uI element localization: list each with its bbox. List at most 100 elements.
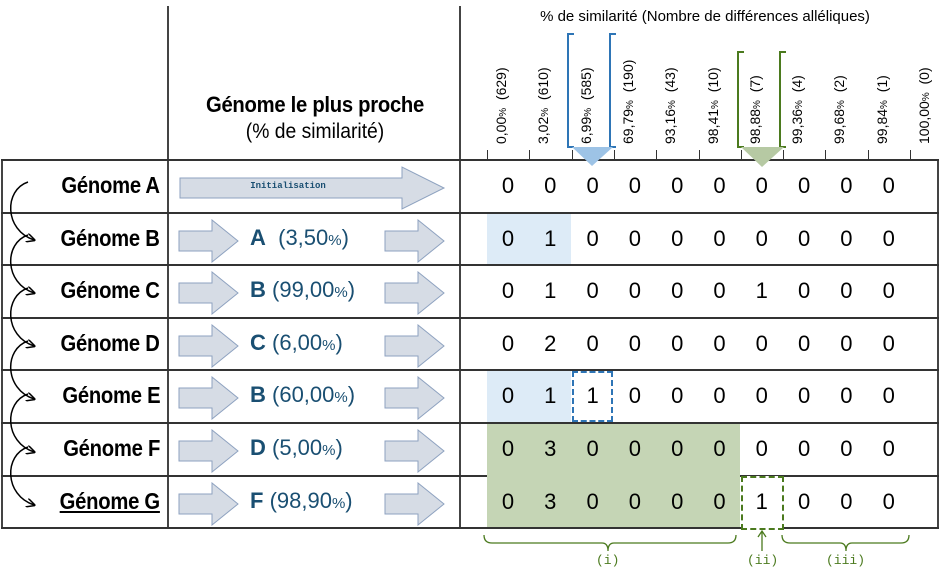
difference-cell: 0 — [586, 173, 599, 198]
difference-cell: 1 — [544, 383, 557, 408]
parent-similarity: (60,00 — [265, 382, 335, 407]
axis-tick — [783, 150, 785, 160]
arrow-icon — [384, 271, 445, 315]
row-divider — [1, 475, 939, 477]
difference-cell: 0 — [797, 436, 811, 461]
difference-cell: 0 — [713, 278, 726, 303]
closest-genome-header: Génome le plus proche (% de similarité) — [170, 92, 460, 144]
arrow-icon — [178, 376, 239, 420]
highlight-blue-row-e — [487, 371, 571, 422]
difference-cell: 0 — [840, 436, 853, 461]
difference-cell: 0 — [840, 226, 853, 251]
difference-cell: 0 — [797, 226, 811, 251]
arrow-icon — [178, 219, 239, 263]
arrow-icon — [384, 324, 445, 368]
difference-cell: 1 — [755, 278, 768, 303]
axis-tick — [571, 150, 573, 160]
difference-cell: 0 — [586, 436, 599, 461]
blue-triangle-marker — [572, 147, 613, 166]
parent-similarity: (99,00 — [265, 277, 335, 302]
table-border-left — [1, 159, 3, 528]
arrow-icon — [178, 271, 239, 315]
arrow-icon — [178, 324, 239, 368]
genome-label: Génome G — [10, 488, 161, 515]
difference-cell: 0 — [671, 278, 684, 303]
difference-cell: 0 — [628, 278, 642, 303]
difference-cell: 0 — [840, 383, 853, 408]
parent-similarity-unit: % — [334, 284, 348, 301]
difference-cell: 0 — [882, 383, 895, 408]
difference-cell: 0 — [797, 489, 811, 514]
initialisation-label: Initialisation — [250, 181, 326, 191]
difference-cell: 0 — [713, 173, 726, 198]
difference-cell: 0 — [755, 331, 768, 356]
difference-cell: 0 — [628, 173, 642, 198]
row-divider — [1, 422, 939, 424]
axis-tick — [613, 150, 615, 160]
difference-cell: 0 — [501, 383, 515, 408]
difference-cell: 0 — [628, 331, 642, 356]
difference-cell: 0 — [840, 278, 853, 303]
green-bracket-right — [779, 51, 786, 148]
difference-cell: 1 — [755, 489, 768, 514]
dashed-box-green — [741, 476, 784, 530]
difference-cell: 0 — [628, 436, 642, 461]
header-subtitle: (% de similarité) — [245, 120, 385, 143]
difference-cell: 0 — [840, 489, 853, 514]
difference-cell: 1 — [586, 383, 599, 408]
difference-cell: 0 — [501, 278, 515, 303]
paren-close: ) — [347, 277, 356, 302]
paren-close: ) — [335, 435, 343, 460]
difference-cell: 0 — [501, 331, 515, 356]
parent-genome: D — [250, 435, 266, 460]
difference-cell: 0 — [882, 331, 895, 356]
difference-cell: 0 — [671, 436, 684, 461]
axis-title: % de similarité (Nombre de différences a… — [540, 8, 870, 25]
arrow-icon — [384, 429, 445, 473]
arrow-icon — [384, 482, 445, 526]
paren-close: ) — [341, 225, 349, 250]
difference-cell: 2 — [544, 331, 557, 356]
parent-similarity: (3,50 — [265, 225, 329, 250]
difference-cell: 0 — [501, 226, 515, 251]
paren-close: ) — [345, 488, 353, 513]
difference-cell: 0 — [797, 173, 811, 198]
brace-iii — [781, 534, 910, 552]
parent-similarity-unit: % — [328, 232, 342, 249]
difference-cell: 0 — [755, 383, 768, 408]
axis-tick — [487, 150, 488, 160]
genome-name: Génome F — [63, 435, 160, 461]
parent-similarity: (98,90 — [263, 488, 332, 513]
closest-genome-value: B (60,00%) — [250, 382, 380, 408]
difference-cell: 0 — [671, 383, 684, 408]
genome-label: Génome F — [10, 435, 160, 462]
row-divider — [1, 159, 939, 161]
axis-tick — [910, 150, 911, 160]
parent-genome: B — [250, 382, 266, 407]
parent-genome: B — [250, 277, 266, 302]
difference-cell: 0 — [713, 436, 726, 461]
axis-tick — [867, 150, 869, 160]
genome-name: Génome C — [60, 277, 160, 303]
highlight-green-rows-fg — [487, 424, 740, 527]
parent-similarity: (6,00 — [265, 330, 323, 355]
parent-genome: A — [250, 225, 266, 250]
bracket-markers — [567, 33, 786, 167]
difference-cell: 0 — [797, 331, 811, 356]
row-divider — [1, 527, 939, 529]
parent-similarity-unit: % — [322, 442, 336, 459]
difference-cell: 0 — [713, 383, 726, 408]
closest-genome-value: F (98,90%) — [250, 488, 380, 514]
difference-cell: 0 — [882, 489, 895, 514]
curved-arrow-icon — [10, 446, 34, 505]
genome-label: Génome A — [10, 172, 161, 199]
closest-genome-value: C (6,00%) — [250, 330, 380, 356]
arrow-icon — [384, 376, 445, 420]
genome-label: Génome C — [10, 277, 160, 304]
column-divider-right — [459, 6, 461, 528]
paren-close: ) — [347, 382, 356, 407]
difference-cell: 0 — [882, 278, 895, 303]
sequence-arrows — [10, 181, 45, 530]
difference-cell: 0 — [882, 436, 895, 461]
row-divider — [1, 317, 939, 319]
